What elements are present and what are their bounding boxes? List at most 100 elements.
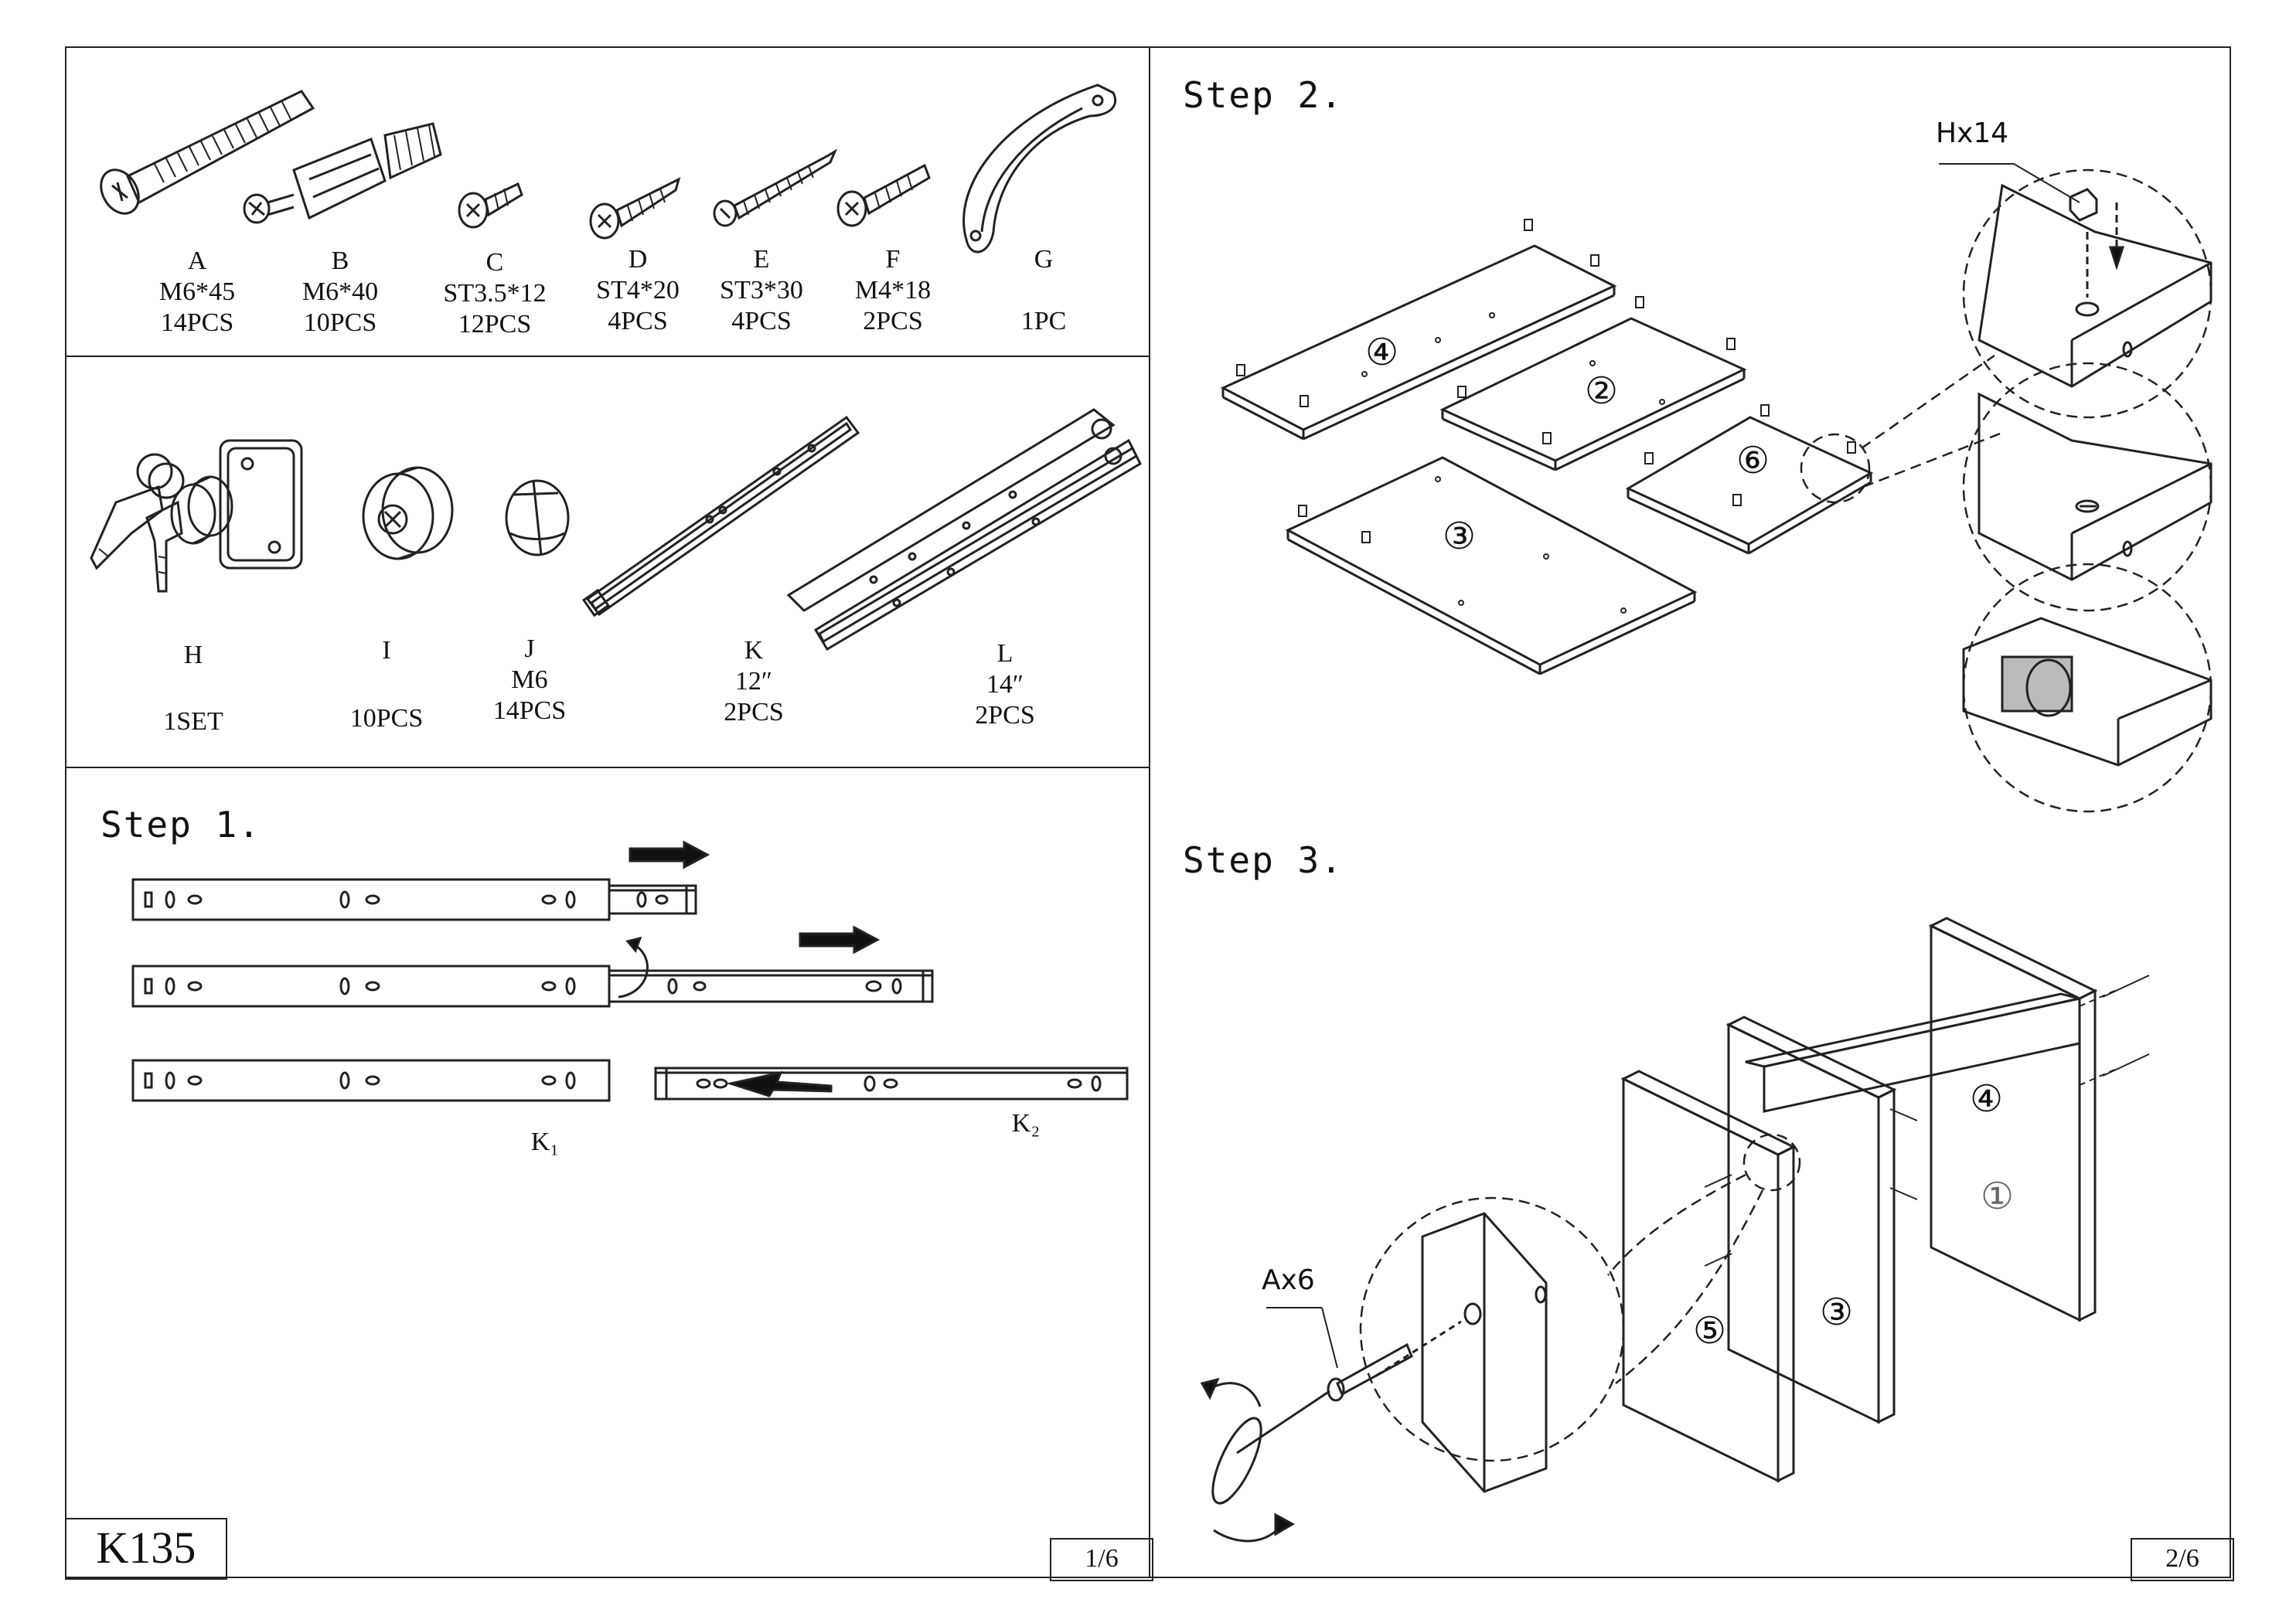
lock-h-drawing [90,439,303,593]
step3-callout: Ax6 [1262,1264,1315,1296]
part-d-letter: D [628,245,648,274]
step3-panel-5 [1620,1070,1797,1483]
part-j-qty: 14PCS [492,696,567,725]
divider-parts-1 [65,356,1150,357]
step2-panel-4-number: ④ [1365,331,1399,374]
step2-panel-3-number: ③ [1443,515,1477,558]
step2-detail-zoom [1800,168,2213,813]
step2-panel-6 [1625,416,1874,555]
part-j-size: M6 [511,665,548,694]
handle-g-drawing [962,83,1117,253]
right-page-frame [1149,46,2231,1578]
model-code: K135 [65,1518,227,1580]
part-d-size: ST4*20 [596,276,680,305]
step2-callout: Hx14 [1936,117,2009,149]
cam-lock-i-drawing [362,466,454,560]
part-b-letter: B [331,247,349,275]
part-a-qty: 14PCS [160,308,234,337]
part-c-letter: C [485,248,504,277]
part-i-size [340,666,433,703]
part-i-label: I 10PCS [340,635,433,734]
part-j-letter: J [524,635,535,663]
part-g-qty: 1PC [1020,307,1067,335]
step2-bolts [1236,219,1856,543]
part-l-qty: 2PCS [975,701,1035,730]
part-e-letter: E [753,245,770,274]
part-a-size: M6*45 [158,277,236,306]
slide-k-drawing [582,415,860,618]
part-d-qty: 4PCS [608,307,668,335]
part-k-label: K 12″ 2PCS [707,635,800,728]
part-g-label: G 1PC [997,244,1090,337]
step2-panel-3 [1285,456,1698,675]
screw-f-drawing [836,163,931,227]
part-b-size: M6*40 [301,277,379,306]
k1-label: K₁ [530,1128,560,1156]
step3-panel-4-number: ④ [1970,1077,2004,1121]
step3-panel-4 [1745,992,2081,1113]
part-h-label: H 1SET [147,640,240,737]
step3-title: Step 3. [1183,839,1344,881]
step2-panel-6-number: ⑥ [1736,439,1770,482]
part-g-size [997,275,1090,306]
part-k-size: 12″ [734,667,773,696]
part-i-qty: 10PCS [349,704,424,733]
part-l-size: 14″ [986,670,1024,699]
part-f-size: M4*18 [854,276,932,305]
part-l-letter: L [996,639,1013,668]
part-g-letter: G [1034,245,1054,274]
part-h-letter: H [183,641,203,669]
divider-parts-2 [65,767,1150,768]
screw-c-drawing [458,182,523,229]
part-e-label: E ST3*30 4PCS [707,244,816,337]
step3-panel-3 [1725,1016,1897,1424]
step3-panel-5-number: ⑤ [1693,1309,1727,1352]
step1-slide-row1 [131,840,710,921]
part-c-qty: 12PCS [458,310,532,339]
k2-label: K₂ [1011,1109,1041,1138]
part-i-letter: I [382,636,391,665]
step2-title: Step 2. [1183,74,1344,116]
part-k-qty: 2PCS [724,698,784,726]
part-e-qty: 4PCS [731,307,792,335]
part-b-qty: 10PCS [303,308,377,337]
step2-panel-2 [1439,317,1747,471]
bolt-a-drawing [100,90,315,215]
step3-detail [1200,1212,1548,1543]
step3-panel-1-number: ① [1981,1175,2015,1218]
part-e-size: ST3*30 [720,276,803,305]
page-number-left: 1/6 [1050,1538,1153,1581]
slide-l-drawing [786,408,1142,652]
step2-detail-blocks [1962,183,2213,767]
part-f-label: F M4*18 2PCS [843,244,943,337]
screw-d-drawing [589,177,681,240]
step3-panel-3-number: ③ [1820,1291,1854,1334]
part-f-letter: F [885,245,901,274]
barrel-nut-j-drawing [505,479,570,556]
part-b-label: B M6*40 10PCS [290,246,390,339]
part-f-qty: 2PCS [863,307,923,335]
step3-screws [1704,975,2150,1267]
part-j-label: J M6 14PCS [483,634,576,726]
step2-holes [1361,312,1665,614]
part-a-letter: A [187,247,207,275]
bolt-b-drawing [243,122,442,224]
part-a-label: A M6*45 14PCS [147,246,247,339]
part-h-size [147,671,240,706]
step1-slide-row3 [131,1059,1129,1102]
step1-title: Step 1. [100,804,261,846]
page-number-right: 2/6 [2131,1538,2234,1581]
step3-panel-1 [1928,917,2098,1322]
step1-slide-row2 [131,925,934,1008]
step3-zoom [1359,1133,1801,1462]
part-c-size: ST3.5*12 [443,279,547,308]
screw-e-drawing [713,148,838,227]
part-h-qty: 1SET [163,707,223,736]
step2-panel-4 [1220,244,1617,441]
part-d-label: D ST4*20 4PCS [584,244,692,337]
part-l-label: L 14″ 2PCS [959,638,1051,731]
part-c-label: C ST3.5*12 12PCS [429,247,560,340]
step2-panel-2-number: ② [1585,369,1619,413]
part-k-letter: K [744,636,764,665]
